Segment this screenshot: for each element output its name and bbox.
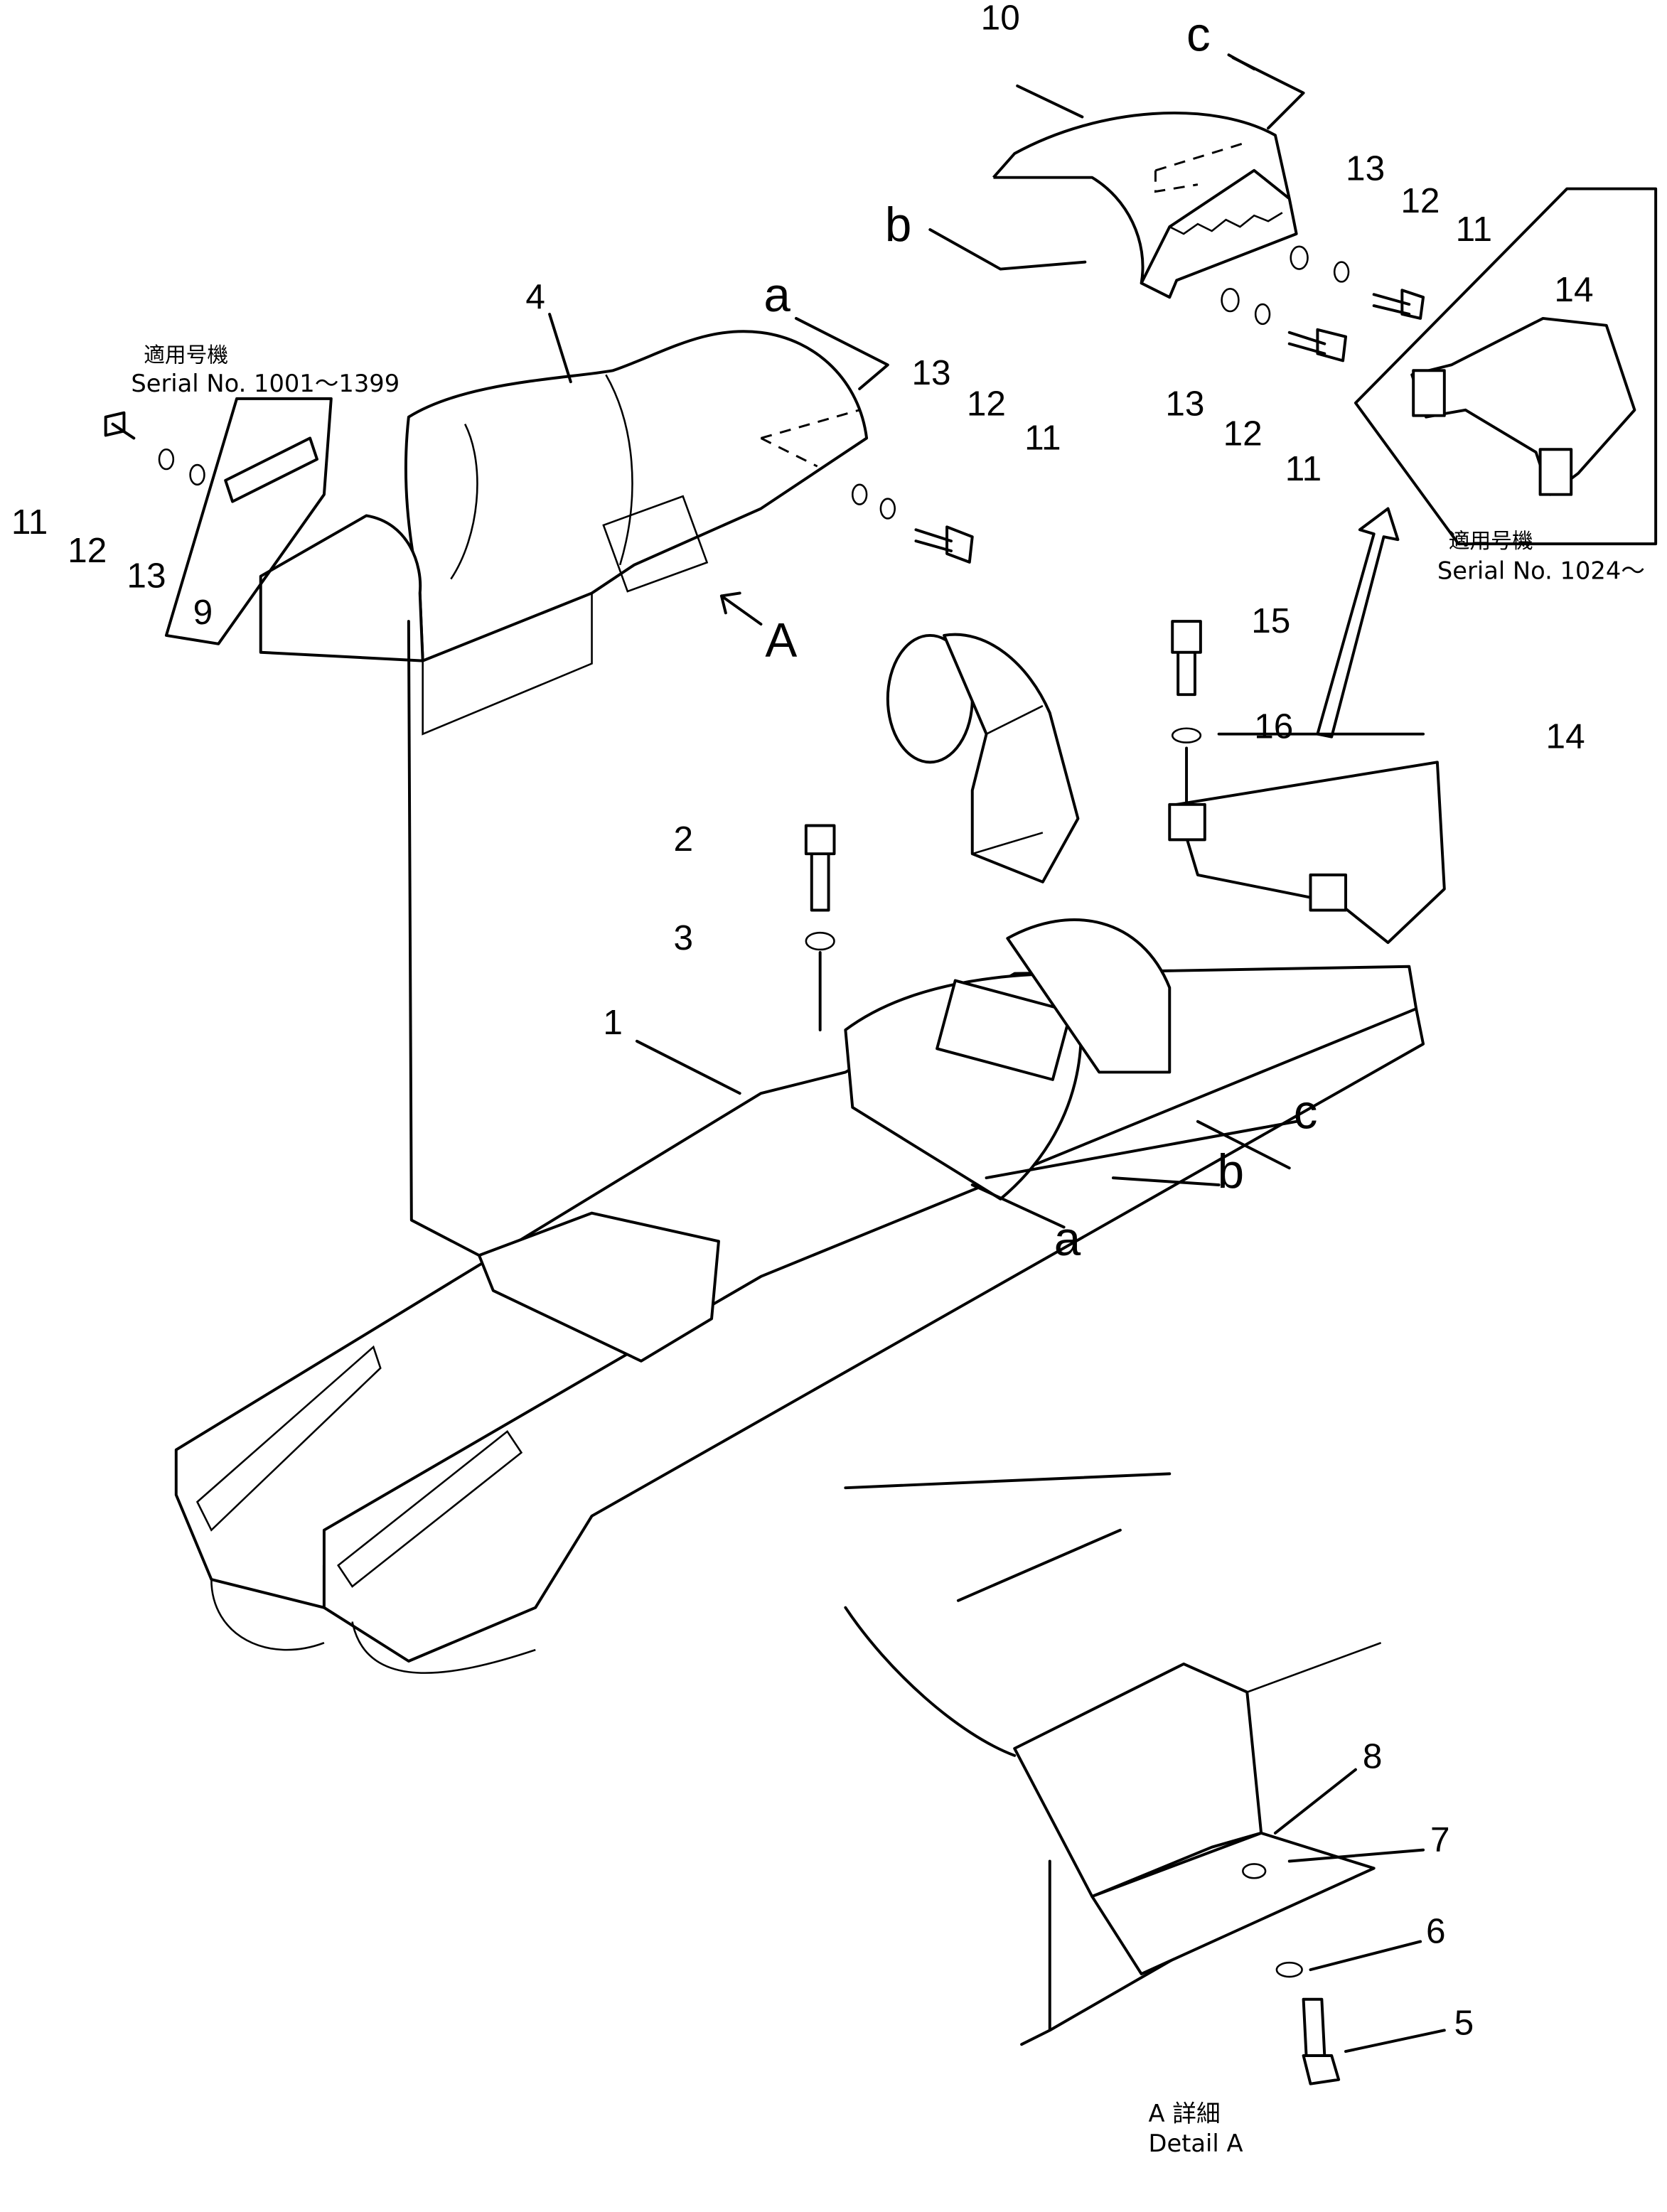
fasteners-4 — [851, 483, 974, 564]
leaders-detail — [1273, 1768, 1446, 2053]
label-16: 16 — [1254, 707, 1293, 746]
label-8: 8 — [1363, 1736, 1383, 1776]
label-arrow-a: A — [765, 614, 797, 667]
label-13: 13 — [912, 353, 951, 392]
label-14: 14 — [1554, 269, 1593, 309]
leader-b-top — [928, 228, 1087, 271]
label-9: 9 — [193, 592, 213, 632]
roller-bracket — [886, 633, 1080, 884]
label-1: 1 — [603, 1002, 623, 1042]
arrow-c-top — [1227, 53, 1256, 71]
label-a-top: a — [763, 269, 790, 322]
label-c: c — [1294, 1086, 1318, 1139]
label-15: 15 — [1251, 601, 1290, 640]
label-6: 6 — [1426, 1911, 1446, 1950]
label-11: 11 — [1285, 449, 1322, 488]
serial-range-right: Serial No. 1024～ — [1437, 557, 1645, 585]
label-12: 12 — [1223, 413, 1263, 453]
label-a: a — [1054, 1213, 1081, 1266]
detail-a-view — [844, 1472, 1382, 2085]
label-3: 3 — [674, 918, 694, 957]
leaders-abc — [970, 1120, 1298, 1229]
label-b: b — [1218, 1145, 1244, 1198]
applicability-jp-left: 適用号機 — [144, 343, 228, 367]
label-13: 13 — [1346, 149, 1385, 188]
fasteners-10 — [1221, 245, 1425, 363]
label-4: 4 — [525, 276, 545, 316]
bolt-2-washer-3 — [804, 824, 836, 1031]
label-b-top: b — [885, 198, 911, 252]
label-11: 11 — [11, 502, 48, 542]
cover-4 — [259, 330, 869, 736]
label-13: 13 — [1165, 384, 1204, 424]
label-2: 2 — [674, 819, 694, 859]
serial-range-left: Serial No. 1001～1399 — [131, 370, 400, 397]
label-12: 12 — [68, 530, 107, 570]
label-10: 10 — [981, 0, 1020, 38]
applicability-jp-right: 適用号機 — [1449, 529, 1533, 554]
label-12: 12 — [967, 384, 1006, 424]
label-5: 5 — [1454, 2002, 1474, 2042]
leader-c-top — [1231, 56, 1305, 130]
label-13: 13 — [127, 556, 166, 596]
leader-10 — [1016, 84, 1084, 119]
label-12: 12 — [1400, 181, 1440, 220]
leader-1 — [635, 1039, 741, 1095]
detail-box-serial-1024 — [1354, 187, 1658, 546]
vertical-leader — [407, 620, 481, 1257]
track-frame-1 — [174, 761, 1446, 1674]
bolt-15-washer-16 — [1171, 620, 1202, 806]
serial-notes: 適用号機 Serial No. 1001～1399 適用号機 Serial No… — [131, 343, 1645, 2157]
label-c-top: c — [1186, 8, 1211, 61]
detail-box-serial-1001-1399 — [104, 397, 333, 645]
striped-arrow — [1316, 507, 1400, 739]
cover-10 — [992, 112, 1298, 299]
label-11: 11 — [1456, 209, 1492, 249]
detail-title-en: Detail A — [1149, 2130, 1243, 2157]
detail-title-jp: A 詳細 — [1149, 2100, 1221, 2127]
callout-labels: 10 c b 13 12 11 13 12 11 14 4 a 13 12 11… — [11, 0, 1594, 2042]
label-7: 7 — [1430, 1820, 1450, 1859]
label-14: 14 — [1546, 716, 1585, 756]
leader-a-top — [794, 316, 889, 391]
leader-4 — [548, 312, 572, 384]
arrow-a — [719, 591, 763, 626]
label-11: 11 — [1024, 417, 1061, 457]
